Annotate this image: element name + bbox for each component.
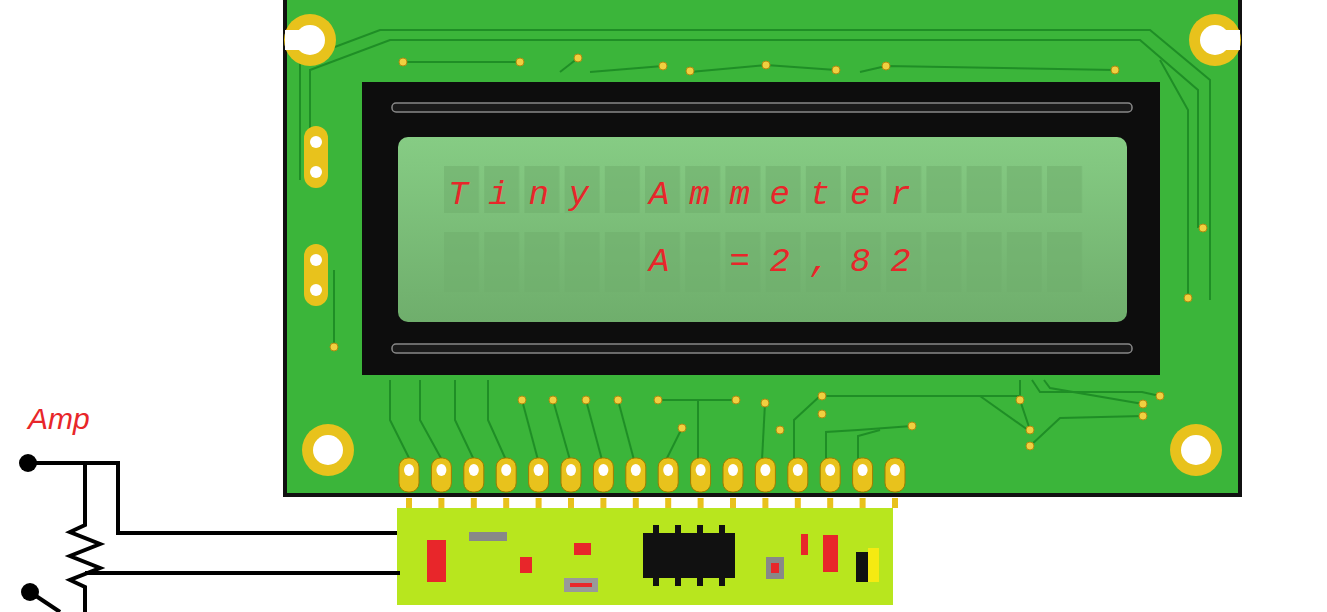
mounting-holes [284,14,1241,476]
pcb-board [285,0,1240,495]
shunt-wiring [28,463,400,612]
header-pads [399,458,905,508]
lcd-row-text: Tiny Ammeter [448,175,930,215]
lcd-row-text: A =2,82 [649,242,930,282]
backpack-parts [427,532,879,592]
terminal-label: Amp [28,402,90,436]
terminal-dot [21,583,39,601]
pcb-vias [330,54,1207,450]
lcd-bezel [362,82,1160,375]
i2c-backpack [397,508,893,605]
terminal-dot [19,454,37,472]
pcb-traces [300,30,1210,460]
lcd-screen: Tiny Ammeter A =2,82 [398,137,1127,322]
lcd-screen-glass [398,137,1127,322]
